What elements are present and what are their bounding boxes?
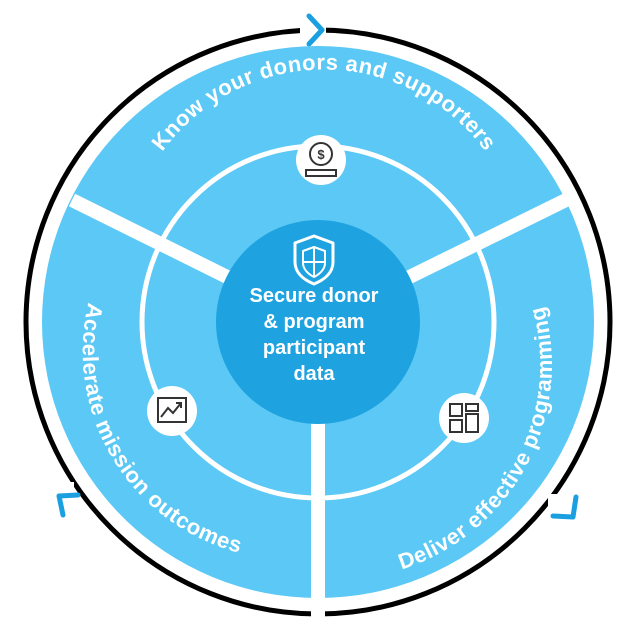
cycle-arrow-right	[550, 494, 579, 520]
donation-hand-icon: $	[296, 135, 346, 185]
svg-text:$: $	[317, 147, 325, 162]
center-title-line-2: & program	[263, 311, 365, 333]
trend-chart-icon	[147, 386, 197, 436]
grid-dashboard-icon	[439, 393, 489, 443]
cycle-arrow-top	[306, 13, 325, 47]
center-title: Secure donor & program participant data	[224, 283, 404, 387]
center-title-line-1: Secure donor	[249, 285, 379, 307]
center-title-line-4: data	[293, 363, 335, 385]
cycle-arrow-left	[56, 492, 81, 518]
center-circle	[216, 220, 420, 424]
center-title-line-3: participant	[262, 337, 366, 359]
shield-icon	[293, 234, 335, 286]
